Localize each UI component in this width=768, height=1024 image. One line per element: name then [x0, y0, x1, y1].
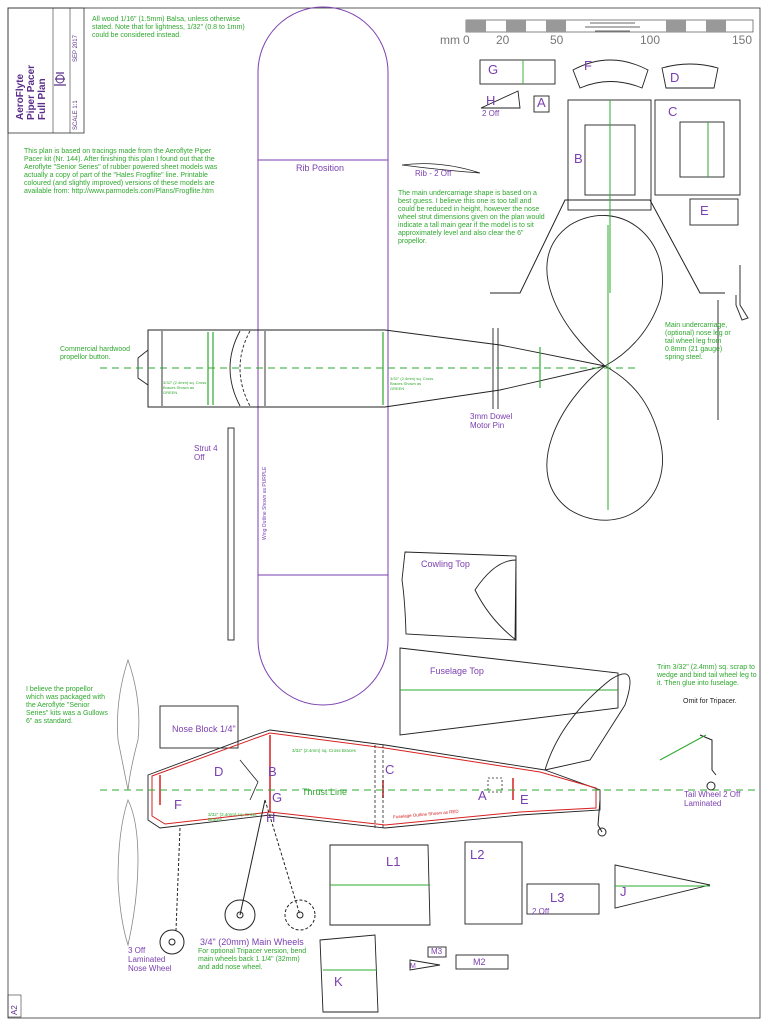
- part-L3: L3: [550, 890, 565, 905]
- rib: [401, 163, 481, 174]
- label-dowel: 3mm Dowel Motor Pin: [470, 412, 513, 430]
- note-undercarriage: The main undercarriage shape is based on…: [398, 190, 545, 245]
- part-L1: L1: [386, 854, 401, 869]
- undercarriage-front: [490, 199, 725, 294]
- side-part-G: G: [272, 790, 283, 805]
- sheet-number: A2: [10, 1005, 19, 1015]
- note-cross-braces-front: 3/32" (2.4mm) sq. Cross Braces: [208, 812, 257, 822]
- part-H: H: [486, 93, 496, 108]
- side-part-D: D: [214, 764, 224, 779]
- scale-tick-100: 100: [640, 33, 661, 47]
- part-K: K: [334, 974, 343, 989]
- title-line-2: Piper Pacer: [26, 64, 37, 120]
- note-material: All wood 1/16" (1.5mm) Balsa, unless oth…: [92, 16, 245, 39]
- title-line-1: AeroFlyte: [15, 73, 26, 120]
- title-block-frame: [7, 7, 85, 134]
- label-l3-2off: 2 Off: [532, 907, 550, 916]
- label-rib-2off: Rib - 2 Off: [415, 169, 452, 178]
- scale-unit: mm: [440, 33, 460, 47]
- note-tail-wheel-leg: Trim 3/32" (2.4mm) sq. scrap to wedge an…: [657, 664, 757, 687]
- note-propeller: I believe the propellor which was packag…: [26, 686, 108, 725]
- label-h-2off: 2 Off: [482, 109, 500, 118]
- label-cowling-top: Cowling Top: [421, 559, 470, 569]
- strut: [227, 427, 235, 641]
- side-part-F: F: [174, 797, 182, 812]
- lower-parts: [319, 841, 711, 1013]
- side-part-A: A: [478, 788, 487, 803]
- note-cross-braces-side: 3/32" (2.4mm) sq. Cross Braces: [292, 748, 356, 753]
- part-L2: L2: [470, 847, 485, 862]
- note-cross-braces-right: 3/32" (2.4mm) sq. Cross Braces Shown as …: [390, 376, 434, 391]
- note-cross-braces-left: 3/32" (2.4mm) sq. Cross Braces Shown as …: [163, 380, 207, 395]
- label-thrust-line: Thrust Line: [302, 787, 348, 797]
- part-G: G: [488, 62, 499, 77]
- scale-tick-0: 0: [463, 33, 470, 47]
- nose-block: [159, 705, 239, 749]
- part-C: C: [668, 104, 678, 119]
- side-part-H: H: [266, 810, 276, 825]
- fuselage-side-view: [147, 673, 631, 829]
- main-gear-side: [159, 799, 316, 955]
- logo-wings: [54, 72, 66, 86]
- side-part-B: B: [268, 764, 277, 779]
- wing-plan: [257, 6, 389, 706]
- part-M: M: [410, 963, 416, 970]
- propeller: [117, 658, 140, 947]
- scale-tick-20: 20: [496, 33, 510, 47]
- scale-bar: [465, 19, 754, 33]
- note-omit: Omit for Tripacer.: [683, 698, 737, 705]
- part-E: E: [700, 203, 709, 218]
- label-rib-position: Rib Position: [296, 163, 345, 173]
- tailplane: [546, 215, 663, 521]
- label-fuselage-top: Fuselage Top: [430, 666, 484, 676]
- part-J: J: [620, 884, 627, 899]
- cowling-top: [401, 551, 517, 641]
- label-strut: Strut 4 Off: [194, 444, 218, 462]
- part-M2: M2: [473, 957, 486, 967]
- part-D: D: [670, 70, 680, 85]
- label-nose-wheel: 3 Off Laminated Nose Wheel: [128, 946, 172, 973]
- note-tripacer: For optional Tripacer version, bend main…: [198, 948, 307, 971]
- part-F: F: [584, 58, 592, 73]
- note-source: This plan is based on tracings made from…: [24, 148, 218, 195]
- title-scale: SCALE 1:1: [73, 100, 79, 130]
- part-B: B: [574, 151, 583, 166]
- side-part-E: E: [520, 792, 529, 807]
- title-block: AeroFlyte Piper Pacer Full Plan: [14, 10, 52, 130]
- note-wing-outline: Wing Outline Shown as PURPLE: [262, 466, 268, 540]
- part-M3: M3: [431, 947, 443, 956]
- side-part-C: C: [385, 762, 395, 777]
- label-main-wheels: 3/4" (20mm) Main Wheels: [200, 937, 304, 947]
- part-A: A: [537, 95, 546, 110]
- fuselage-top-sheet: [399, 647, 619, 736]
- note-main-gear-wire: Main undercarriage, (optional) nose leg …: [665, 322, 731, 361]
- sheet-border: [7, 7, 761, 1019]
- title-date: SEP 2017: [73, 35, 79, 62]
- scale-tick-50: 50: [550, 33, 564, 47]
- title-line-3: Full Plan: [37, 78, 48, 120]
- scale-tick-150: 150: [732, 33, 753, 47]
- label-tail-wheel: Tail Wheel 2 Off Laminated: [684, 790, 741, 808]
- label-nose-block: Nose Block 1/4": [172, 724, 236, 734]
- note-prop-button: Commercial hardwood propellor button.: [60, 346, 131, 361]
